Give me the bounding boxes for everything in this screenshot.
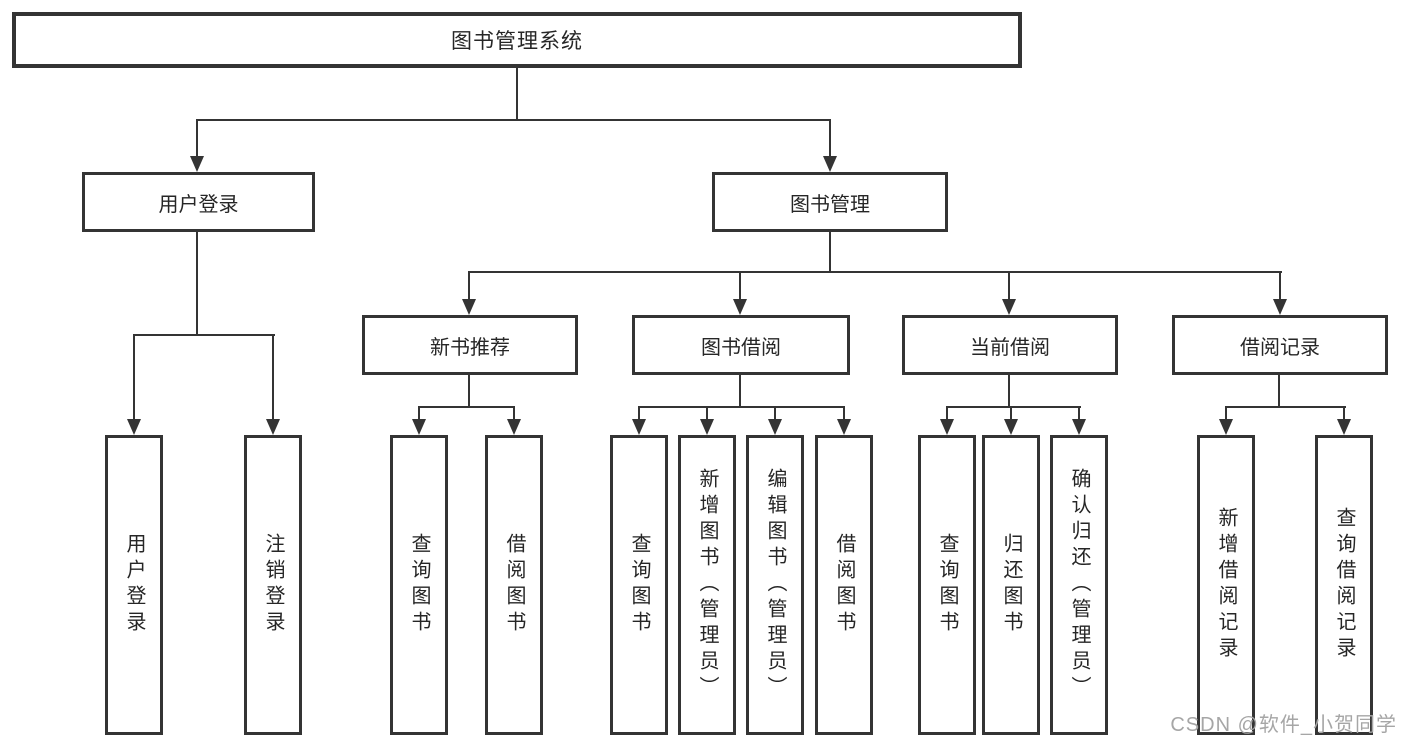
connector-line	[1343, 407, 1345, 420]
leaf-logout: 注销登录	[244, 435, 302, 735]
connector-line	[468, 375, 470, 407]
arrow-down-icon	[768, 419, 782, 435]
connector-line	[418, 407, 420, 420]
connector-line	[516, 68, 518, 121]
node-borrowing-records: 借阅记录	[1172, 315, 1388, 375]
connector-line	[1278, 375, 1280, 407]
connector-line	[706, 407, 708, 420]
node-book-borrowing: 图书借阅	[632, 315, 850, 375]
leaf-user-login: 用户登录	[105, 435, 163, 735]
arrow-down-icon	[700, 419, 714, 435]
csdn-watermark: CSDN @软件_小贺同学	[1170, 714, 1397, 736]
connector-line	[638, 407, 640, 420]
arrow-down-icon	[1004, 419, 1018, 435]
connector-line	[739, 375, 741, 407]
connector-line	[1010, 407, 1012, 420]
arrow-down-icon	[1072, 419, 1086, 435]
connector-line	[1225, 406, 1346, 408]
connector-line	[946, 406, 1081, 408]
leaf-query-books-2: 查询图书	[610, 435, 668, 735]
arrow-down-icon	[1337, 419, 1351, 435]
connector-line	[133, 336, 135, 421]
leaf-query-books-3: 查询图书	[918, 435, 976, 735]
node-book-management: 图书管理	[712, 172, 948, 232]
connector-line	[468, 271, 1282, 273]
connector-line	[1008, 272, 1010, 301]
node-user-login: 用户登录	[82, 172, 315, 232]
connector-line	[1279, 272, 1281, 301]
arrow-down-icon	[412, 419, 426, 435]
connector-line	[196, 232, 198, 336]
connector-line	[843, 407, 845, 420]
leaf-borrow-books-2: 借阅图书	[815, 435, 873, 735]
connector-line	[829, 120, 831, 158]
connector-line	[1078, 407, 1080, 420]
connector-line	[829, 232, 831, 273]
leaf-add-borrow-record: 新增借阅记录	[1197, 435, 1255, 735]
arrow-down-icon	[507, 419, 521, 435]
connector-line	[196, 119, 831, 121]
connector-line	[196, 120, 198, 158]
leaf-add-books-admin: 新增图书（管理员）	[678, 435, 736, 735]
arrow-down-icon	[462, 299, 476, 315]
connector-line	[946, 407, 948, 420]
arrow-down-icon	[266, 419, 280, 435]
connector-line	[774, 407, 776, 420]
arrow-down-icon	[940, 419, 954, 435]
connector-line	[739, 272, 741, 301]
leaf-return-books: 归还图书	[982, 435, 1040, 735]
connector-line	[418, 406, 515, 408]
arrow-down-icon	[127, 419, 141, 435]
arrow-down-icon	[823, 156, 837, 172]
connector-line	[638, 406, 845, 408]
node-current-borrowing: 当前借阅	[902, 315, 1118, 375]
connector-line	[468, 272, 470, 301]
arrow-down-icon	[837, 419, 851, 435]
arrow-down-icon	[190, 156, 204, 172]
leaf-confirm-return-admin: 确认归还（管理员）	[1050, 435, 1108, 735]
leaf-query-books-1: 查询图书	[390, 435, 448, 735]
arrow-down-icon	[1219, 419, 1233, 435]
arrow-down-icon	[733, 299, 747, 315]
node-new-book-recommend: 新书推荐	[362, 315, 578, 375]
arrow-down-icon	[632, 419, 646, 435]
arrow-down-icon	[1273, 299, 1287, 315]
leaf-query-borrow-record: 查询借阅记录	[1315, 435, 1373, 735]
connector-line	[1008, 375, 1010, 407]
node-library-system: 图书管理系统	[12, 12, 1022, 68]
connector-line	[513, 407, 515, 420]
arrow-down-icon	[1002, 299, 1016, 315]
connector-line	[133, 334, 275, 336]
connector-line	[1225, 407, 1227, 420]
leaf-borrow-books-1: 借阅图书	[485, 435, 543, 735]
connector-line	[272, 336, 274, 421]
leaf-edit-books-admin: 编辑图书（管理员）	[746, 435, 804, 735]
